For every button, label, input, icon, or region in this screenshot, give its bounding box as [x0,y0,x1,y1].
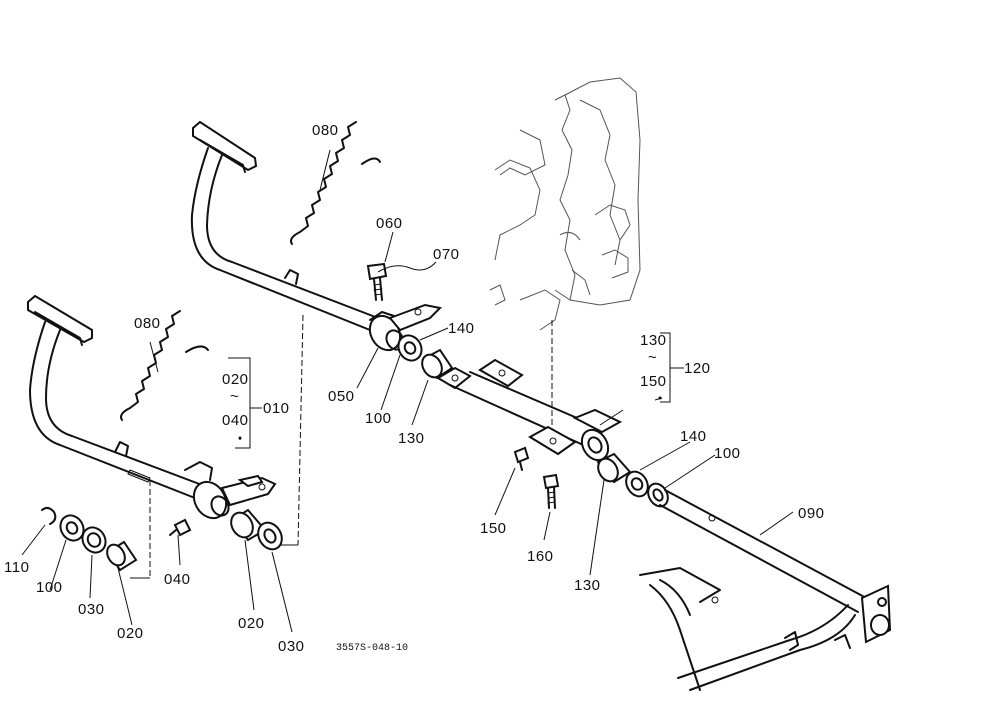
upper-pedal-assembly [190,120,443,352]
leader-070 [377,261,437,273]
label-080-lower: 080 [134,315,161,332]
label-120: 120 [684,360,711,377]
lower-left-parts [41,506,138,572]
label-060: 060 [376,215,403,232]
label-040-lower: 040 [164,571,191,588]
label-070: 070 [433,246,460,263]
bolt-160 [542,473,560,509]
lower-bushings-mid [230,508,283,551]
label-100-upper: 100 [365,410,392,427]
label-030-left: 030 [78,601,105,618]
bolt-060 [366,262,388,301]
drawing-code: 3557S-048-10 [336,643,408,654]
bolt-040 [169,518,192,537]
bolt-150 [513,446,530,471]
callout-labels: 080 060 070 140 050 100 130 130 ~ 150 12… [4,122,825,655]
label-140-lower: 140 [680,428,707,445]
marker-dot-010 [238,436,242,440]
label-140-upper: 140 [448,320,475,337]
label-100-left: 100 [36,579,63,596]
label-100-lower: 100 [714,445,741,462]
label-020-mid: 020 [238,615,265,632]
label-160: 160 [527,548,554,565]
label-020-group: 020 [222,371,249,388]
tilde-010-group: ~ [230,388,239,405]
label-010: 010 [263,400,290,417]
label-050: 050 [328,388,355,405]
leader-lines [21,149,794,633]
label-090: 090 [798,505,825,522]
right-bushings [596,452,669,508]
upper-bushings [397,334,454,380]
tilde-120-group: ~ [648,349,657,366]
label-130-lower: 130 [574,577,601,594]
label-020-left: 020 [117,625,144,642]
label-130-group: 130 [640,332,667,349]
lower-pedal-assembly [27,294,277,520]
label-150-group: 150 [640,373,667,390]
shaft-090 [639,489,892,691]
label-030-mid: 030 [278,638,305,655]
upper-spring-080 [290,121,381,245]
label-130-upper: 130 [398,430,425,447]
marker-dot-120 [658,396,662,400]
label-150-lower: 150 [480,520,507,537]
label-040-group: 040 [222,412,249,429]
label-110: 110 [4,559,29,576]
transmission-housing [489,77,641,331]
label-080-upper: 080 [312,122,339,139]
cross-shaft [436,358,623,462]
alignment-line-upper [297,314,304,546]
